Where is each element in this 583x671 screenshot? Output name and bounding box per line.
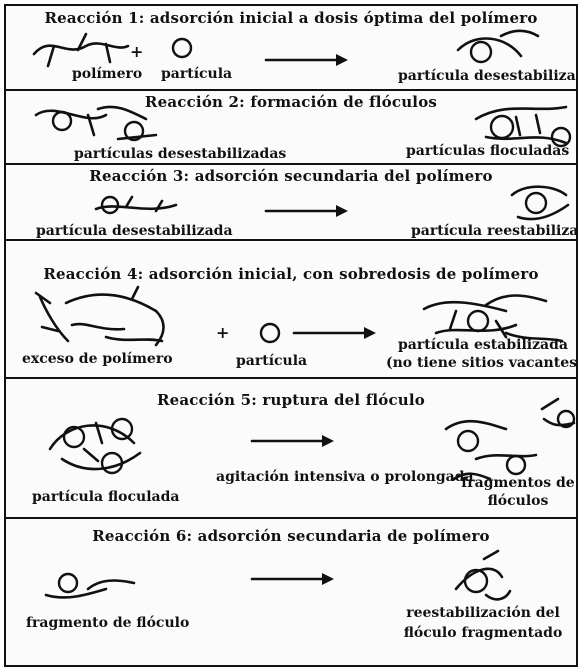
flocculated-particle-2 (550, 126, 572, 148)
restabilized-particle-icon (524, 191, 548, 215)
label-flocculated-particles: partículas floculadas (406, 143, 570, 159)
label-flocculated-particle: partícula floculada (32, 489, 180, 505)
label-floc-fragments-2: flóculos (487, 493, 549, 509)
label-excess-polymer: exceso de polímero (22, 351, 173, 367)
reaction-6-title: Reacción 6: adsorción secundaria de polí… (92, 527, 490, 545)
reaction-arrow-icon (250, 573, 334, 585)
reaction-1-panel: Reacción 1: adsorción inicial a dosis óp… (6, 6, 576, 91)
reaction-4-title: Reacción 4: adsorción inicial, con sobre… (43, 265, 539, 283)
label-no-vacant-sites: (no tiene sitios vacantes) (386, 355, 576, 371)
label-polymer: polímero (72, 66, 143, 82)
reaction-3-art (94, 185, 570, 221)
diagram-frame: Reacción 1: adsorción inicial a dosis óp… (4, 4, 578, 667)
reaction-1-art (32, 29, 540, 68)
particle-icon (259, 322, 281, 344)
polymer-chain-icon (32, 42, 130, 56)
reaction-2-title: Reacción 2: formación de flóculos (144, 93, 438, 111)
reaction-arrow-icon (264, 54, 348, 66)
reaction-arrow-icon (292, 327, 376, 339)
reaction-5-title: Reacción 5: ruptura del flóculo (156, 391, 426, 409)
reaction-5-art (48, 397, 576, 481)
stabilized-particle-icon (466, 309, 490, 333)
reaction-2-panel: Reacción 2: formación de flóculos partíc… (6, 91, 576, 165)
label-particle: partícula (161, 66, 233, 82)
label-destabilized-particles: partículas desestabilizadas (74, 146, 287, 162)
label-restabilized-particle: partícula reestabilizada (411, 223, 576, 239)
excess-polymer-icon (38, 295, 70, 343)
reaction-6-art (44, 549, 512, 601)
particle-icon (171, 37, 193, 59)
destabilized-particle-icon (469, 40, 493, 64)
plus-sign-4: + (216, 323, 230, 342)
floc-fragment-particle-2 (505, 454, 527, 476)
label-destabilized-particle: partícula desestabilizada (398, 68, 576, 84)
floc-fragment-particle-3 (556, 409, 576, 429)
reaction-5-panel: Reacción 5: ruptura del flóculo agitació… (6, 379, 576, 519)
label-floc-fragment: fragmento de flóculo (26, 615, 190, 631)
label-destabilized-particle-3: partícula desestabilizada (36, 223, 233, 239)
floc-fragment-icon (57, 572, 79, 594)
reaction-3-title: Reacción 3: adsorción secundaria del pol… (89, 167, 493, 185)
reaction-arrow-icon (250, 435, 334, 447)
plus-sign: + (130, 42, 144, 61)
reaction-2-art (34, 105, 572, 148)
label-restabilization-1: reestabilización del (406, 605, 560, 621)
flocculated-particle-1 (489, 114, 515, 140)
reaction-6-panel: Reacción 6: adsorción secundaria de polí… (6, 519, 576, 669)
floc-fragment-particle-1 (456, 429, 480, 453)
reaction-arrow-icon (264, 205, 348, 217)
label-restabilization-2: flóculo fragmentado (403, 625, 563, 641)
reaction-3-panel: Reacción 3: adsorción secundaria del pol… (6, 165, 576, 241)
label-agitation: agitación intensiva o prolongada (216, 469, 474, 485)
label-particle-4: partícula (236, 353, 308, 369)
reaction-4-art (34, 285, 564, 347)
label-stabilized-particle: partícula estabilizada (398, 337, 568, 353)
reaction-1-title: Reacción 1: adsorción inicial a dosis óp… (44, 9, 538, 27)
reaction-4-panel: Reacción 4: adsorción inicial, con sobre… (6, 241, 576, 379)
label-floc-fragments-1: fragmentos de (461, 475, 575, 491)
